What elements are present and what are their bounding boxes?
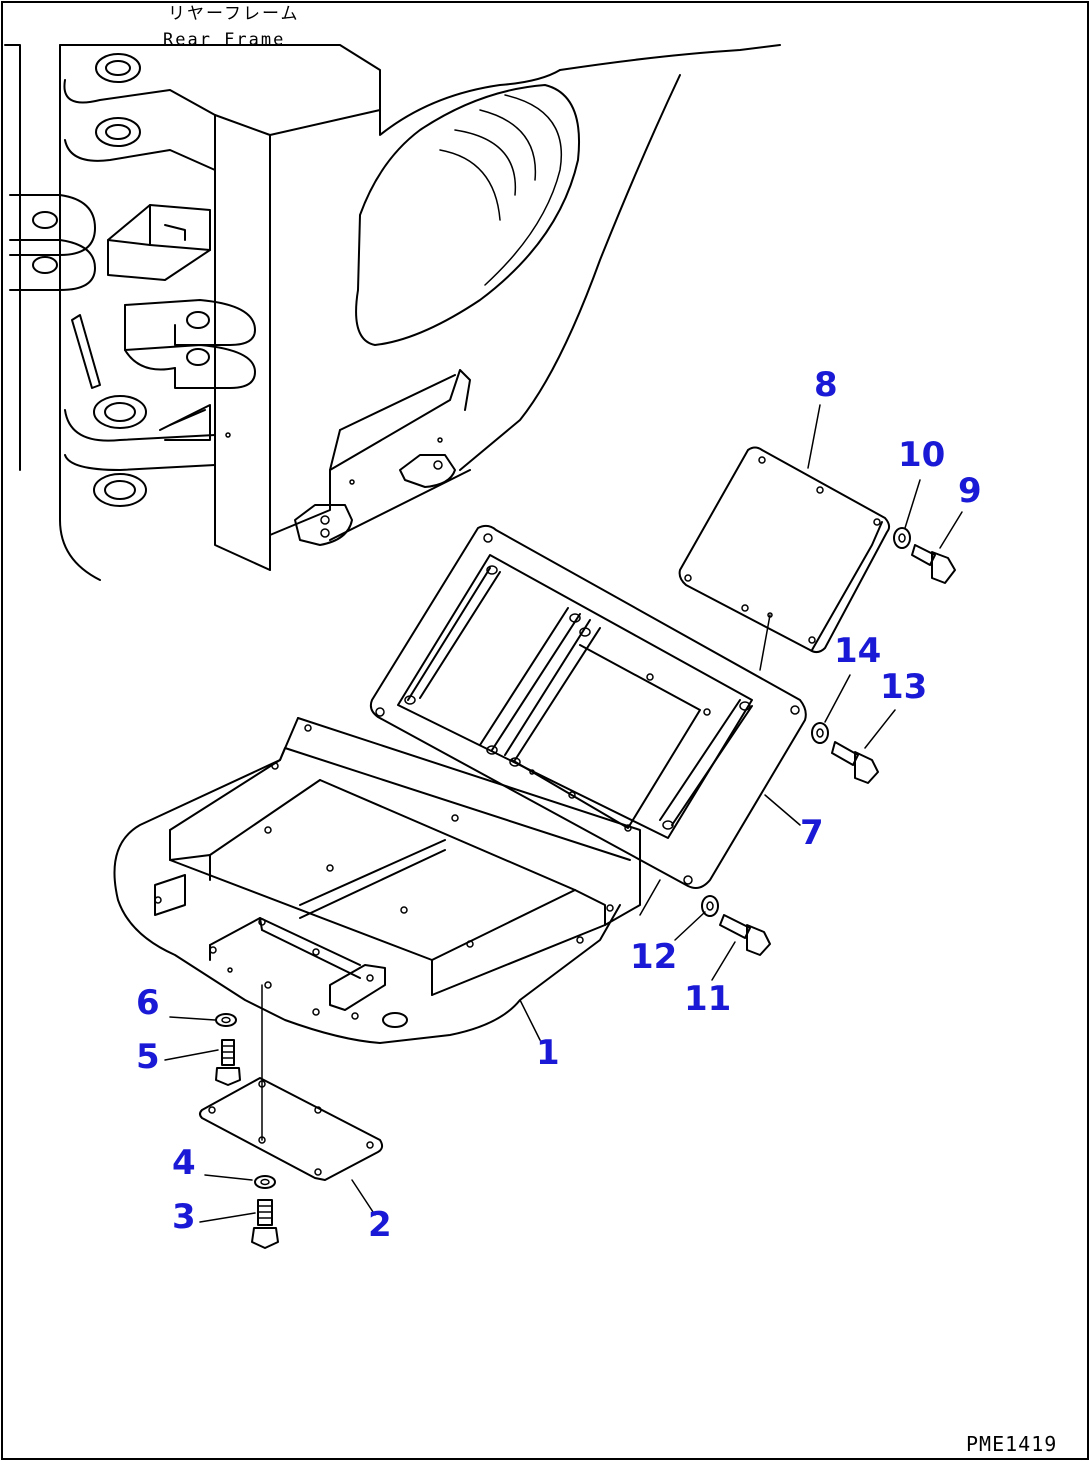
callout-14: 14 [834, 631, 882, 671]
part-7-frame [369, 524, 807, 889]
part-6-washer [215, 1013, 237, 1027]
part-10-washer [893, 527, 911, 549]
part-2-small-cover [199, 1077, 384, 1181]
part-13-bolt [831, 741, 879, 784]
callout-7: 7 [800, 813, 824, 853]
part-14-washer [811, 722, 829, 744]
callout-13: 13 [880, 667, 928, 707]
callout-5: 5 [136, 1037, 160, 1077]
rear-frame [4, 44, 781, 581]
callout-6: 6 [136, 983, 160, 1023]
callout-4: 4 [172, 1143, 196, 1183]
part-11-bolt [719, 914, 771, 956]
callout-3: 3 [172, 1197, 196, 1237]
part-5-bolt [215, 1039, 241, 1086]
callout-12: 12 [630, 937, 678, 977]
rear-frame-label-japanese: リヤーフレーム [168, 4, 300, 24]
callout-10: 10 [898, 435, 946, 475]
part-3-bolt [251, 1199, 279, 1249]
part-12-washer [701, 895, 719, 917]
part-8-cover [678, 446, 891, 654]
drawing-code: PME1419 [966, 1432, 1058, 1456]
leader-lines [164, 404, 963, 1223]
callout-11: 11 [684, 979, 732, 1019]
part-4-washer [254, 1175, 276, 1189]
callout-1: 1 [536, 1033, 560, 1073]
callout-8: 8 [814, 365, 838, 405]
rear-frame-label-english: Rear Frame [163, 30, 286, 50]
callout-2: 2 [368, 1205, 392, 1245]
part-1-under-cover [113, 717, 641, 1044]
callout-9: 9 [958, 471, 982, 511]
part-9-bolt [911, 544, 956, 584]
